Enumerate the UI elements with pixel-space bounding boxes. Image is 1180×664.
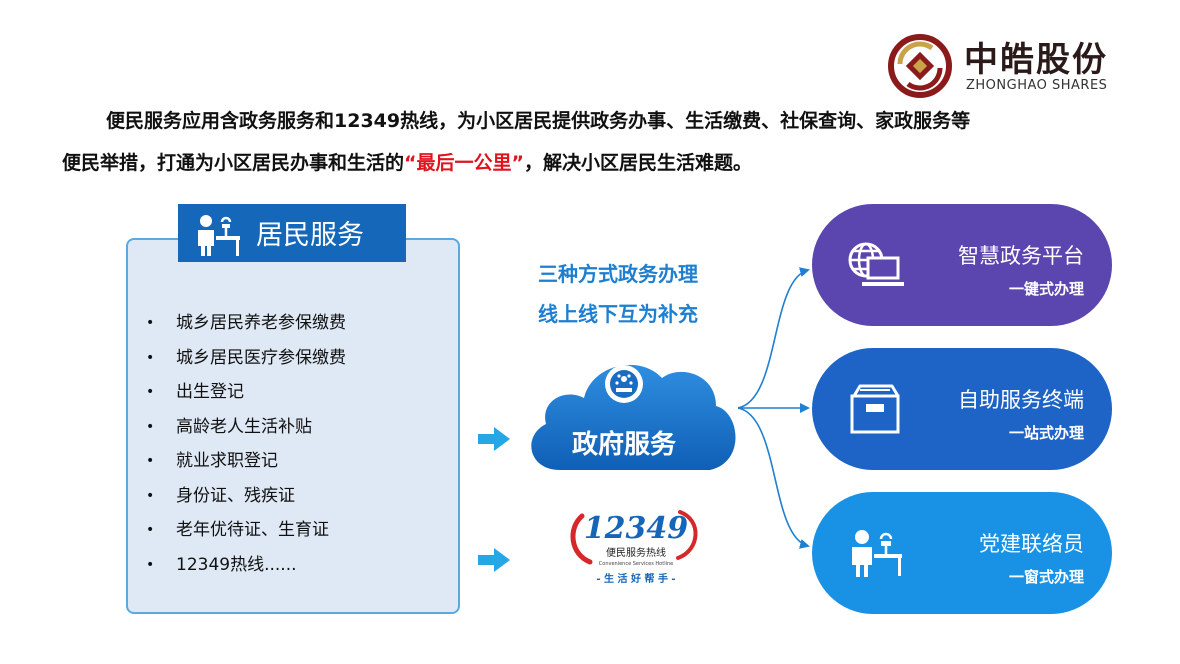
hotline-number: 12349: [584, 511, 688, 546]
hotline-caption: 便民服务热线: [606, 546, 666, 559]
person-at-desk-icon: [852, 530, 902, 577]
channel-smart-platform: 智慧政务平台 一键式办理: [812, 204, 1112, 326]
channel-title: 党建联络员: [979, 532, 1084, 556]
kiosk-terminal-icon: [850, 384, 900, 434]
list-item: 12349热线......: [146, 548, 346, 583]
list-item: 出生登记: [146, 375, 346, 410]
channel-party-liaison: 党建联络员 一窗式办理: [812, 492, 1112, 614]
intro-line-2-end: ，解决小区居民生活难题。: [524, 152, 753, 174]
resident-services-title: 居民服务: [256, 220, 364, 251]
list-item: 就业求职登记: [146, 444, 346, 479]
resident-services-header: 居民服务: [178, 204, 406, 262]
channel-subtitle: 一站式办理: [1008, 424, 1084, 442]
zhonghao-logo-icon: [888, 34, 952, 98]
national-emblem-icon: [605, 365, 643, 403]
list-item: 老年优待证、生育证: [146, 513, 346, 548]
hotline-caption-en: Convenience Services Hotline: [599, 561, 673, 567]
intro-paragraph: 便民服务应用含政务服务和12349热线，为小区居民提供政务办事、生活缴费、社保查…: [62, 100, 1122, 184]
channel-title: 智慧政务平台: [958, 244, 1084, 268]
channel-title: 自助服务终端: [958, 388, 1084, 412]
list-item: 城乡居民养老参保缴费: [146, 306, 346, 341]
arrow-right-icon: [478, 427, 510, 451]
list-item: 高龄老人生活补贴: [146, 410, 346, 445]
resident-services-list: 城乡居民养老参保缴费 城乡居民医疗参保缴费 出生登记 高龄老人生活补贴 就业求职…: [146, 306, 346, 582]
channel-subtitle: 一键式办理: [1008, 280, 1084, 298]
intro-line-2: 便民举措，打通为小区居民办事和生活的“最后一公里”，解决小区居民生活难题。: [62, 142, 1122, 184]
company-logo: 中皓股份 ZHONGHAO SHARES: [888, 28, 1158, 98]
arrow-right-icon: [478, 548, 510, 572]
mode-text-line-1: 三种方式政务办理: [538, 262, 698, 286]
government-service-label: 政府服务: [572, 430, 677, 460]
channel-subtitle: 一窗式办理: [1008, 568, 1084, 586]
channel-self-service-terminal: 自助服务终端 一站式办理: [812, 348, 1112, 470]
list-item: 城乡居民医疗参保缴费: [146, 341, 346, 376]
intro-line-2-start: 便民举措，打通为小区居民办事和生活的: [62, 152, 405, 174]
intro-line-1: 便民服务应用含政务服务和12349热线，为小区居民提供政务办事、生活缴费、社保查…: [106, 110, 971, 132]
government-service-cloud: [531, 364, 736, 470]
hotline-12349-logo: 12349 便民服务热线 Convenience Services Hotlin…: [570, 510, 698, 585]
logo-name-cn: 中皓股份: [964, 40, 1108, 80]
mode-text-line-2: 线上线下互为补充: [538, 302, 698, 326]
globe-laptop-icon: [848, 242, 904, 286]
intro-highlight: “最后一公里”: [404, 152, 524, 174]
person-at-desk-icon: [198, 215, 240, 256]
hotline-slogan: - 生 活 好 帮 手 -: [596, 572, 675, 585]
logo-name-en: ZHONGHAO SHARES: [966, 78, 1108, 93]
list-item: 身份证、残疾证: [146, 479, 346, 514]
